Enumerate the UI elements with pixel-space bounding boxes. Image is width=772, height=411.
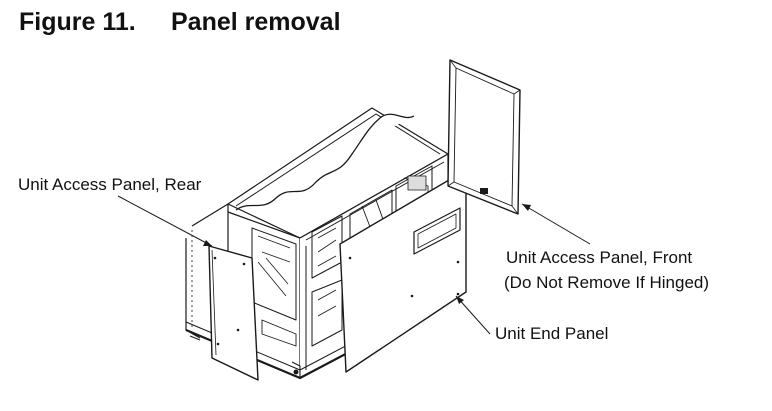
unit-end-panel <box>339 169 472 373</box>
unit-cabinet <box>185 107 449 380</box>
arrowhead-rear <box>203 240 212 246</box>
figure-number: Figure 11. <box>19 8 136 36</box>
label-front-panel-note: (Do Not Remove If Hinged) <box>504 273 710 292</box>
leader-front <box>521 203 591 245</box>
front-access-panel <box>447 59 521 215</box>
rear-access-panel <box>208 245 259 381</box>
label-front-access-panel: Unit Access Panel, Front <box>506 248 693 267</box>
label-rear-access-panel: Unit Access Panel, Rear <box>18 175 202 194</box>
leader-end <box>455 295 491 335</box>
figure-title: Panel removal <box>171 8 341 36</box>
arrowhead-end <box>456 296 464 304</box>
leader-lines <box>117 195 591 335</box>
label-unit-end-panel: Unit End Panel <box>495 324 609 343</box>
leader-rear <box>117 195 213 247</box>
arrowhead-front <box>522 204 531 211</box>
figure-caption: Figure 11. Panel removal <box>19 6 341 38</box>
